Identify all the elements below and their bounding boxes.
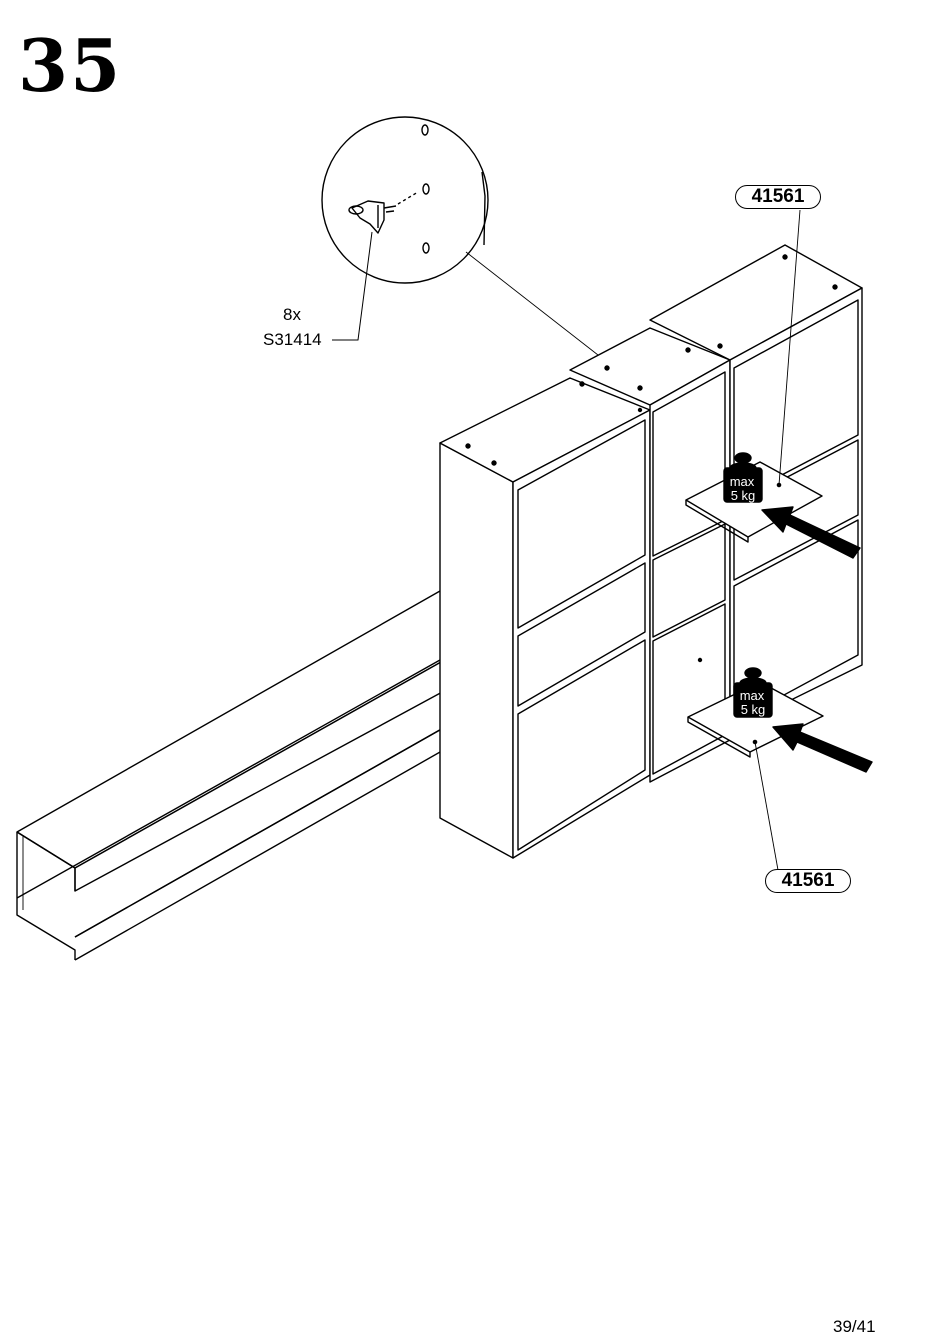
- weight-label-lower-kg: 5 kg: [735, 703, 771, 717]
- page-number: 39/41: [833, 1317, 876, 1337]
- weight-label-lower-max: max: [737, 689, 767, 703]
- shelf-pin-icon: [349, 192, 418, 233]
- hardware-part-code: S31414: [263, 330, 322, 350]
- weight-label-upper-kg: 5 kg: [725, 489, 761, 503]
- part-number-tag-upper: 41561: [735, 185, 821, 209]
- insert-arrow-lower-icon: [773, 724, 872, 772]
- step-number: 35: [18, 30, 122, 102]
- part-number-tag-lower: 41561: [765, 869, 851, 893]
- bench-unit: [17, 591, 505, 960]
- weight-label-upper-max: max: [727, 475, 757, 489]
- cabinet-stack: [440, 245, 862, 858]
- hardware-count: 8x: [283, 305, 301, 325]
